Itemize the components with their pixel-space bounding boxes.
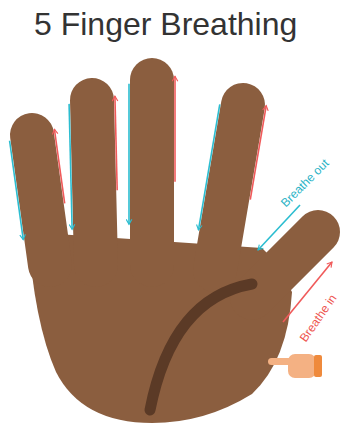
breath-arrow bbox=[69, 104, 72, 229]
breath-arrow bbox=[128, 84, 130, 225]
breath-arrow bbox=[54, 129, 64, 203]
palm-crease bbox=[150, 284, 252, 410]
breath-arrow bbox=[174, 76, 176, 181]
diagram-title: 5 Finger Breathing bbox=[34, 6, 297, 43]
breath-arrow bbox=[115, 96, 117, 190]
finger bbox=[130, 80, 174, 265]
breath-arrow bbox=[250, 106, 266, 200]
finger bbox=[215, 105, 243, 270]
breath-arrow bbox=[258, 205, 300, 250]
finger bbox=[32, 135, 50, 265]
breath-arrow bbox=[198, 104, 219, 229]
finger bbox=[92, 100, 96, 265]
breath-label: Breathe in bbox=[296, 291, 339, 344]
breath-label: Breathe out bbox=[278, 156, 332, 210]
hand-shape bbox=[28, 80, 318, 423]
pointer-palm bbox=[288, 354, 316, 378]
breath-arrow bbox=[10, 141, 24, 240]
finger bbox=[252, 232, 318, 298]
breath-arrows bbox=[10, 76, 332, 322]
pointer-hand-icon bbox=[268, 354, 322, 378]
pointer-cuff bbox=[314, 355, 322, 377]
